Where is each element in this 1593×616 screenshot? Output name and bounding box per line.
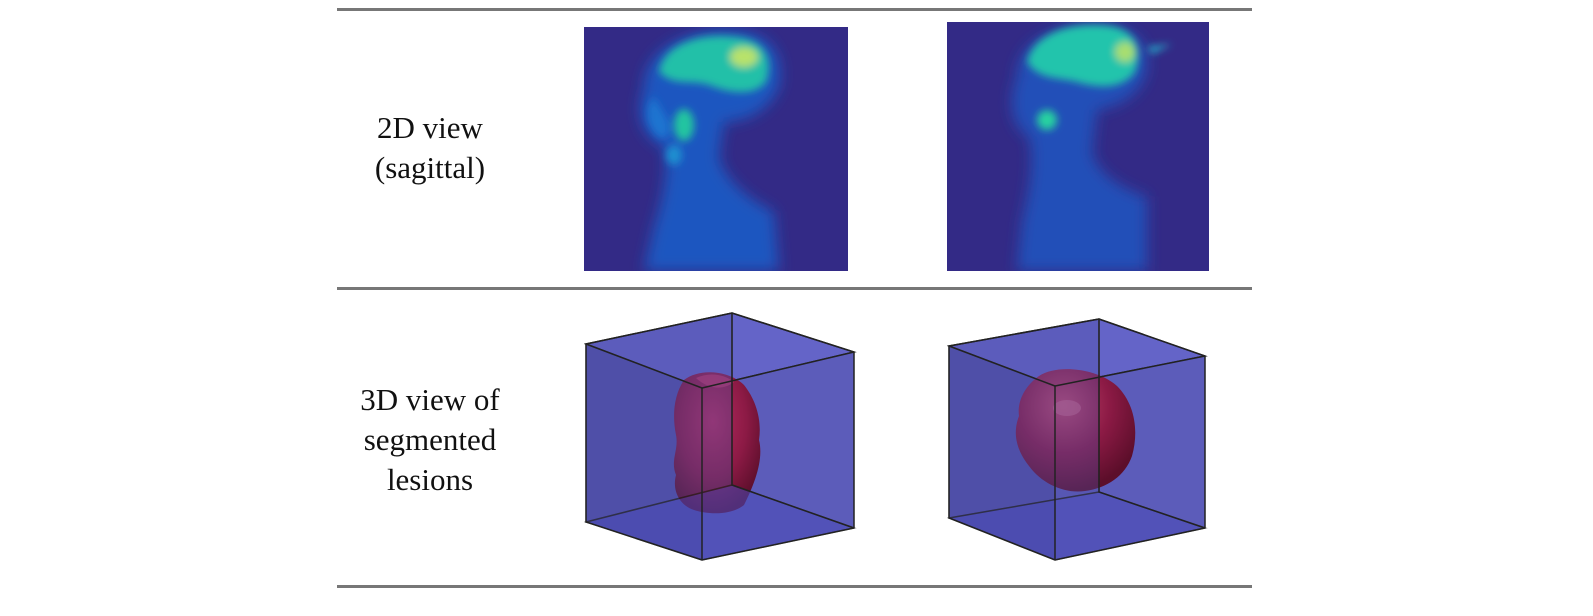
row-label-3d-view: 3D view of segmented lesions [330,380,530,500]
row-label-2d-view: 2D view (sagittal) [330,108,530,188]
middle-rule [337,287,1252,290]
row-label-line: lesions [386,462,474,497]
row-label-line: (sagittal) [374,150,486,185]
lesion-3d-render-2 [947,318,1208,561]
row-label-line: 2D view [377,110,483,145]
top-rule [337,8,1252,11]
row-label-line: segmented [363,422,497,457]
lesion-3d-render-1 [584,312,857,561]
row-label-line: 3D view of [360,382,500,417]
pet-sagittal-image-1 [584,27,848,271]
pet-sagittal-image-2 [947,22,1209,271]
bottom-rule [337,585,1252,588]
